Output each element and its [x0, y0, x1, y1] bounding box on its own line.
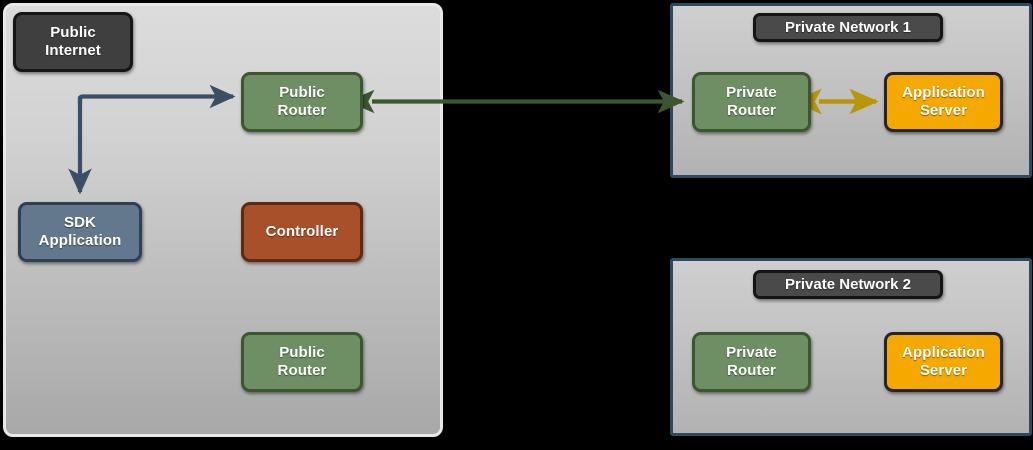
label-private-network-1-text: Private Network 1 [785, 19, 911, 36]
node-private-router-1[interactable]: Private Router [692, 72, 811, 132]
node-application-server-2-line1: Application [902, 344, 985, 361]
node-private-router-2-line2: Router [727, 362, 776, 379]
node-public-router-top-line1: Public [279, 84, 325, 101]
node-private-router-2-line1: Private [726, 344, 777, 361]
label-private-network-2-text: Private Network 2 [785, 276, 911, 293]
node-application-server-1-line2: Server [919, 102, 968, 119]
node-public-internet-line2: Internet [45, 42, 101, 59]
label-private-network-2: Private Network 2 [753, 270, 943, 299]
node-sdk-application-line1: SDK [64, 214, 96, 231]
node-application-server-2-line2: Server [919, 362, 968, 379]
node-public-router-bottom-line1: Public [279, 344, 325, 361]
node-sdk-application[interactable]: SDK Application [18, 202, 142, 262]
label-private-network-1: Private Network 1 [753, 13, 943, 42]
node-public-router-top-line2: Router [277, 102, 327, 119]
node-public-router-bottom-line2: Router [277, 362, 327, 379]
node-private-router-2[interactable]: Private Router [692, 332, 811, 392]
node-public-router-top[interactable]: Public Router [241, 72, 363, 132]
node-private-router-1-line2: Router [727, 102, 776, 119]
node-sdk-application-line2: Application [38, 232, 122, 249]
node-public-internet[interactable]: Public Internet [13, 12, 133, 72]
node-application-server-1[interactable]: Application Server [884, 72, 1003, 132]
node-application-server-1-line1: Application [902, 84, 985, 101]
node-controller[interactable]: Controller [241, 202, 363, 262]
node-controller-label: Controller [265, 223, 339, 240]
node-public-internet-line1: Public [50, 24, 96, 41]
node-private-router-1-line1: Private [726, 84, 777, 101]
node-application-server-2[interactable]: Application Server [884, 332, 1003, 392]
node-public-router-bottom[interactable]: Public Router [241, 332, 363, 392]
